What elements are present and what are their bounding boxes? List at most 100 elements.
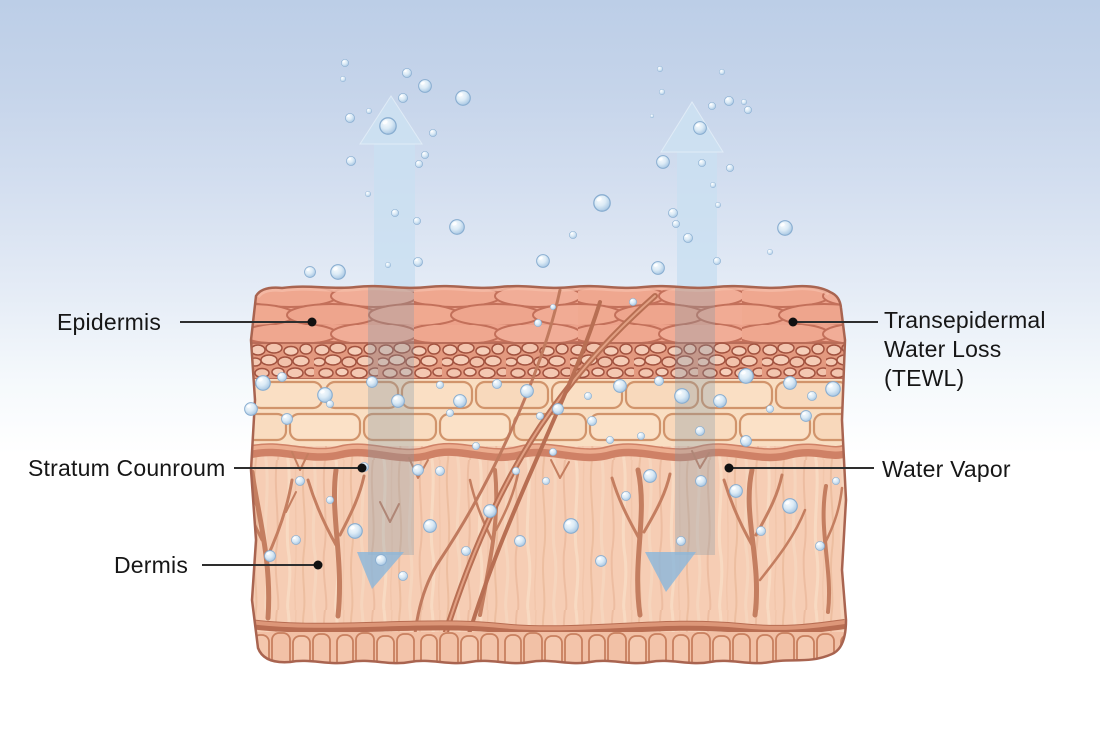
water-vapor-bubble-icon [683,233,693,243]
water-vapor-bubble-icon [724,96,734,106]
water-vapor-bubble-icon [429,129,437,137]
water-vapor-bubble-icon [637,432,645,440]
tewl-line-3: (TEWL) [884,365,965,391]
water-vapor-bubble-icon [413,217,421,225]
label-stratum-counroum: Stratum Counroum [28,455,226,481]
water-vapor-bubble-icon [738,368,754,384]
water-vapor-bubble-icon [291,535,301,545]
water-vapor-bubble-icon [726,164,734,172]
water-vapor-bubble-icon [341,59,349,67]
water-vapor-bubble-icon [606,436,614,444]
water-vapor-bubble-icon [550,304,556,310]
water-vapor-bubble-icon [365,191,371,197]
water-vapor-bubble-icon [672,220,680,228]
water-vapor-bubble-icon [340,76,346,82]
water-vapor-bubble-icon [391,394,405,408]
water-vapor-bubble-icon [391,209,399,217]
water-vapor-bubble-icon [719,69,725,75]
water-vapor-bubble-icon [435,466,445,476]
water-vapor-bubble-icon [244,402,258,416]
water-vapor-bubble-icon [415,160,423,168]
water-vapor-bubble-icon [514,535,526,547]
water-vapor-bubble-icon [650,114,654,118]
water-vapor-bubble-icon [483,504,497,518]
water-vapor-bubble-icon [455,90,471,106]
water-vapor-bubble-icon [492,379,502,389]
water-vapor-bubble-icon [512,467,520,475]
water-vapor-bubble-icon [536,254,550,268]
water-vapor-bubble-icon [375,554,387,566]
water-vapor-bubble-icon [587,416,597,426]
water-vapor-bubble-icon [255,375,271,391]
leader-lines [180,321,878,566]
tewl-line-1: Transepidermal [884,307,1046,333]
water-vapor-bubble-icon [613,379,627,393]
bottom-blood-vessel [251,619,846,636]
water-vapor-bubble-icon [346,156,356,166]
water-vapor-bubble-icon [659,89,665,95]
water-vapor-bubble-icon [347,523,363,539]
water-vapor-bubble-icon [453,394,467,408]
water-vapor-bubble-icon [563,518,579,534]
water-vapor-bubble-icon [398,93,408,103]
label-water-vapor: Water Vapor [882,456,1011,482]
arrow-shaft [677,150,717,293]
water-vapor-bubble-icon [436,381,444,389]
water-vapor-bubble-icon [713,257,721,265]
water-vapor-bubble-icon [277,372,287,382]
tewl-band-left [357,287,414,589]
water-vapor-bubble-icon [832,477,840,485]
water-vapor-bubble-icon [461,546,471,556]
water-vapor-bubble-icon [536,412,544,420]
tewl-band-right [645,287,715,592]
water-vapor-bubble-icon [676,536,686,546]
water-vapor-bubble-icon [549,448,557,456]
water-vapor-bubble-icon [621,491,631,501]
leader-dots [307,317,798,570]
tewl-line-2: Water Loss [884,336,1002,362]
water-vapor-bubble-icon [326,400,334,408]
water-vapor-bubble-icon [715,202,721,208]
water-vapor-bubble-icon [552,403,564,415]
water-vapor-bubble-icon [326,496,334,504]
water-vapor-bubble-icon [710,182,716,188]
water-vapor-bubble-icon [421,151,429,159]
tewl-arrow-up-right [660,101,724,293]
water-vapor-bubble-icon [713,394,727,408]
water-vapor-bubble-icon [740,435,752,447]
water-vapor-bubble-icon [593,194,611,212]
water-vapor-bubble-icon [741,99,747,105]
water-vapor-bubble-icon [629,298,637,306]
water-vapor-bubble-icon [807,391,817,401]
water-vapor-bubble-icon [815,541,825,551]
water-vapor-bubble-icon [423,519,437,533]
arrow-head-down-icon [357,552,404,589]
water-vapor-bubble-icon [412,464,424,476]
water-vapor-bubble-icon [345,113,355,123]
water-vapor-bubble-icon [767,249,773,255]
water-vapor-bubble-icon [569,231,577,239]
water-vapor-bubble-icon [643,469,657,483]
water-vapor-bubble-icon [418,79,432,93]
water-vapor-bubble-icon [825,381,841,397]
water-vapor-bubble-icon [693,121,707,135]
water-vapor-bubble-icon [366,376,378,388]
water-vapor-bubble-icon [584,392,592,400]
water-vapor-bubble-icon [446,409,454,417]
water-vapor-bubble-icon [379,117,397,135]
water-vapor-bubble-icon [281,413,293,425]
water-vapor-bubble-icon [330,264,346,280]
arrow-head-down-icon [645,552,696,592]
water-vapor-bubble-icon [657,66,663,72]
water-vapor-bubble-icon [264,550,276,562]
water-vapor-bubble-icon [708,102,716,110]
arrow-head-up-icon [660,101,724,153]
water-vapor-bubble-icon [402,68,412,78]
hair-shafts [411,288,658,661]
label-epidermis: Epidermis [57,309,162,335]
water-vapor-bubble-icon [534,319,542,327]
water-vapor-bubble-icon [674,388,690,404]
water-vapor-bubble-icon [777,220,793,236]
label-transepidermal-water-loss: Transepidermal Water Loss (TEWL) [884,306,1046,393]
water-vapor-bubble-icon [304,266,316,278]
